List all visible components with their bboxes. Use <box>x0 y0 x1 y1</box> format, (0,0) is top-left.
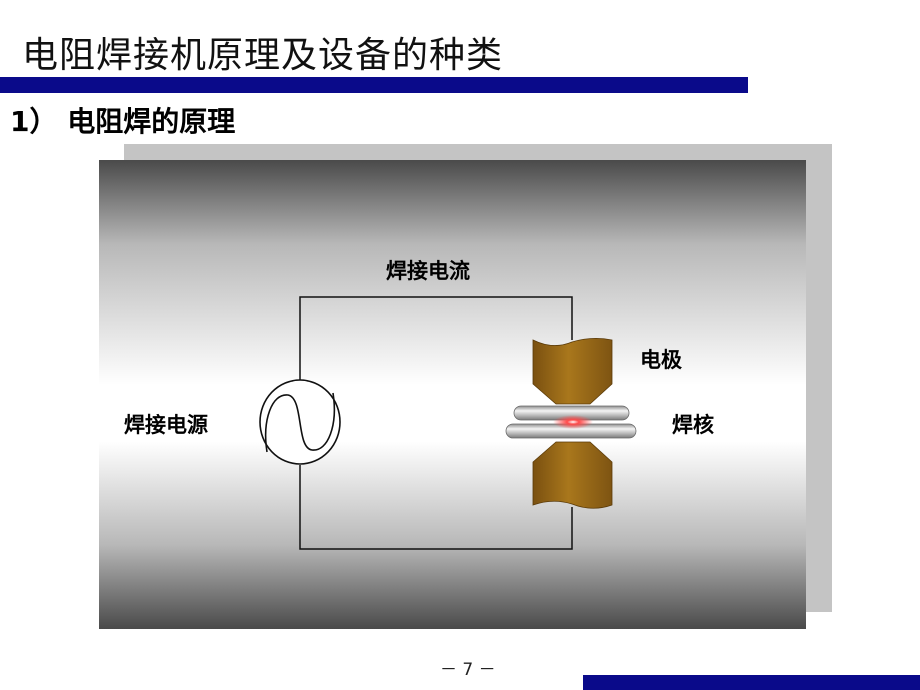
section-heading: 1） 电阻焊的原理 <box>10 105 236 138</box>
diagram-panel <box>99 160 806 629</box>
circuit-wire <box>299 296 573 550</box>
weld-nugget <box>553 415 593 429</box>
welding-current-label: 焊接电流 <box>386 259 470 283</box>
electrode-label: 电极 <box>640 348 683 372</box>
ac-source-icon <box>259 379 341 465</box>
footer-rule <box>583 675 920 690</box>
weld-nugget-label: 焊核 <box>672 413 714 437</box>
upper-electrode <box>532 338 613 405</box>
title-rule <box>0 77 748 93</box>
slide-title: 电阻焊接机原理及设备的种类 <box>22 35 504 76</box>
power-source-label: 焊接电源 <box>124 413 208 437</box>
lower-electrode <box>532 441 613 509</box>
workpiece-plates <box>505 405 637 439</box>
page-number: － 7 － <box>440 660 496 680</box>
